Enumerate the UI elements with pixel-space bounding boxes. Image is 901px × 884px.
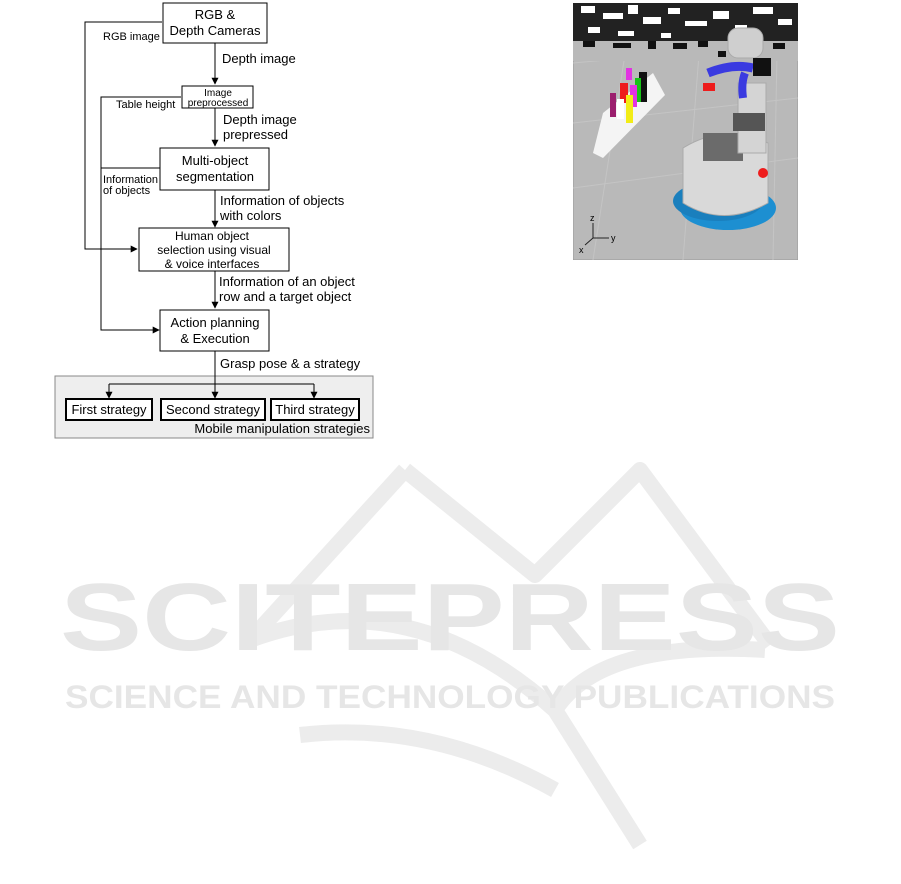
node-cameras-line1: RGB & (195, 7, 236, 22)
label-mobile-manipulation-strategies: Mobile manipulation strategies (194, 421, 370, 436)
node-selection-line2: selection using visual (157, 243, 270, 257)
arrow-table-height (100, 96, 181, 334)
node-segmentation-line1: Multi-object (182, 153, 249, 168)
node-third-strategy: Third strategy (270, 398, 360, 421)
axis-label-z: z (590, 213, 595, 223)
connectors (84, 21, 318, 399)
axis-label-y: y (611, 233, 616, 243)
node-preprocess-line2: preprocessed (188, 98, 249, 109)
node-image-preprocessed: Image preprocessed (181, 85, 254, 109)
node-second-strategy: Second strategy (160, 398, 266, 421)
robot-model (673, 27, 776, 230)
label-object-row-target-2: row and a target object (219, 289, 352, 304)
node-segmentation-line2: segmentation (176, 169, 254, 184)
label-objects-with-colors-2: with colors (219, 208, 282, 223)
node-preprocess-line1: Image (204, 88, 232, 99)
label-object-row-target-1: Information of an object (219, 274, 355, 289)
svg-text:First strategy: First strategy (71, 402, 147, 417)
node-selection-line3: & voice interfaces (165, 257, 260, 271)
label-depth-preprocessed-2: prepressed (223, 127, 288, 142)
label-information-of-objects-2: of objects (103, 185, 151, 197)
obstacle-map (573, 3, 798, 61)
segmented-objects (610, 68, 647, 123)
arrow-rgb-image (84, 21, 162, 253)
label-objects-with-colors-1: Information of objects (220, 193, 345, 208)
label-information-of-objects-1: Information (103, 174, 158, 186)
label-grasp-pose: Grasp pose & a strategy (220, 356, 361, 371)
node-human-selection: Human object selection using visual & vo… (138, 227, 290, 272)
node-first-strategy: First strategy (65, 398, 153, 421)
watermark-book-logo (244, 462, 777, 850)
label-depth-image: Depth image (222, 51, 296, 66)
node-cameras-line2: Depth Cameras (169, 23, 261, 38)
node-action-planning: Action planning & Execution (159, 309, 270, 352)
svg-text:Second strategy: Second strategy (166, 402, 260, 417)
node-planning-line2: & Execution (180, 331, 249, 346)
watermark-title: SCITEPRESS (60, 564, 840, 671)
robot-scene: z y x (573, 3, 798, 260)
axis-label-x: x (579, 245, 584, 255)
watermark-subtitle: SCIENCE AND TECHNOLOGY PUBLICATIONS (65, 679, 835, 715)
label-depth-preprocessed-1: Depth image (223, 112, 297, 127)
node-selection-line1: Human object (175, 229, 250, 243)
node-planning-line1: Action planning (171, 315, 260, 330)
node-cameras: RGB & Depth Cameras (162, 2, 268, 44)
label-rgb-image: RGB image (103, 31, 160, 43)
svg-text:Third strategy: Third strategy (275, 402, 355, 417)
axes-triad (584, 223, 609, 246)
node-segmentation: Multi-object segmentation (159, 147, 270, 191)
label-table-height: Table height (116, 99, 175, 111)
